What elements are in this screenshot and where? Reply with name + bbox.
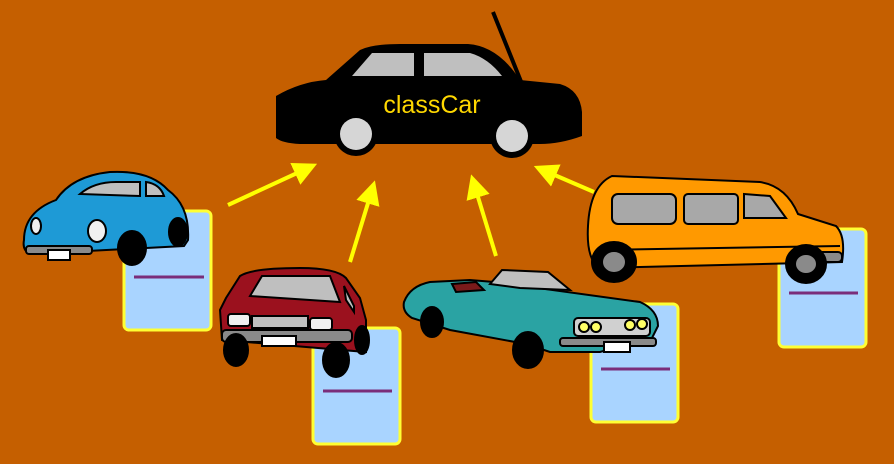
- convertible-headlight: [578, 321, 590, 333]
- van-window: [683, 193, 739, 225]
- van-window: [611, 193, 677, 225]
- van-hub: [601, 250, 627, 274]
- arrow-sedan-to-base: [348, 180, 380, 263]
- sedan-grille: [251, 315, 309, 329]
- beetle-car: [22, 170, 190, 266]
- base-car-hub-front: [340, 118, 372, 150]
- sedan-wheel: [322, 342, 350, 378]
- sedan-plate: [261, 335, 297, 347]
- sedan-headlight: [227, 313, 251, 327]
- convertible-headlight: [636, 318, 648, 330]
- convertible-headlight: [624, 319, 636, 331]
- sedan-wheel: [223, 333, 249, 367]
- base-car-window-front: [352, 53, 414, 76]
- convertible-windshield: [488, 268, 573, 292]
- beetle-plate: [47, 249, 71, 261]
- beetle-headlight: [87, 219, 107, 243]
- beetle-wheel: [117, 230, 147, 266]
- arrow-van-to-base: [533, 164, 595, 194]
- van-car: [586, 174, 845, 284]
- van-hub: [794, 253, 818, 275]
- convertible-plate: [603, 341, 631, 353]
- beetle-window-rear: [145, 180, 166, 197]
- base-car-window-rear: [424, 53, 502, 76]
- sedan-headlight: [309, 317, 333, 331]
- base-class-car: classCar: [276, 11, 582, 158]
- van-windshield: [743, 192, 788, 219]
- beetle-wheel: [168, 217, 188, 247]
- base-class-label: classCar: [383, 91, 480, 119]
- beetle-window: [77, 181, 141, 198]
- sedan-side-window: [343, 285, 355, 316]
- sedan-windshield: [248, 275, 342, 304]
- beetle-headlight: [30, 217, 42, 235]
- convertible-car: [402, 268, 660, 369]
- base-car-hub-rear: [496, 120, 528, 152]
- convertible-headlight: [590, 321, 602, 333]
- convertible-wheel: [512, 331, 544, 369]
- arrow-beetle-to-base: [227, 162, 318, 207]
- arrow-convertible-to-base: [466, 174, 498, 257]
- convertible-wheel: [420, 306, 444, 338]
- convertible-seat: [450, 280, 487, 294]
- sedan-wheel: [354, 325, 370, 355]
- antenna-icon: [491, 11, 524, 85]
- sedan-car: [218, 266, 370, 378]
